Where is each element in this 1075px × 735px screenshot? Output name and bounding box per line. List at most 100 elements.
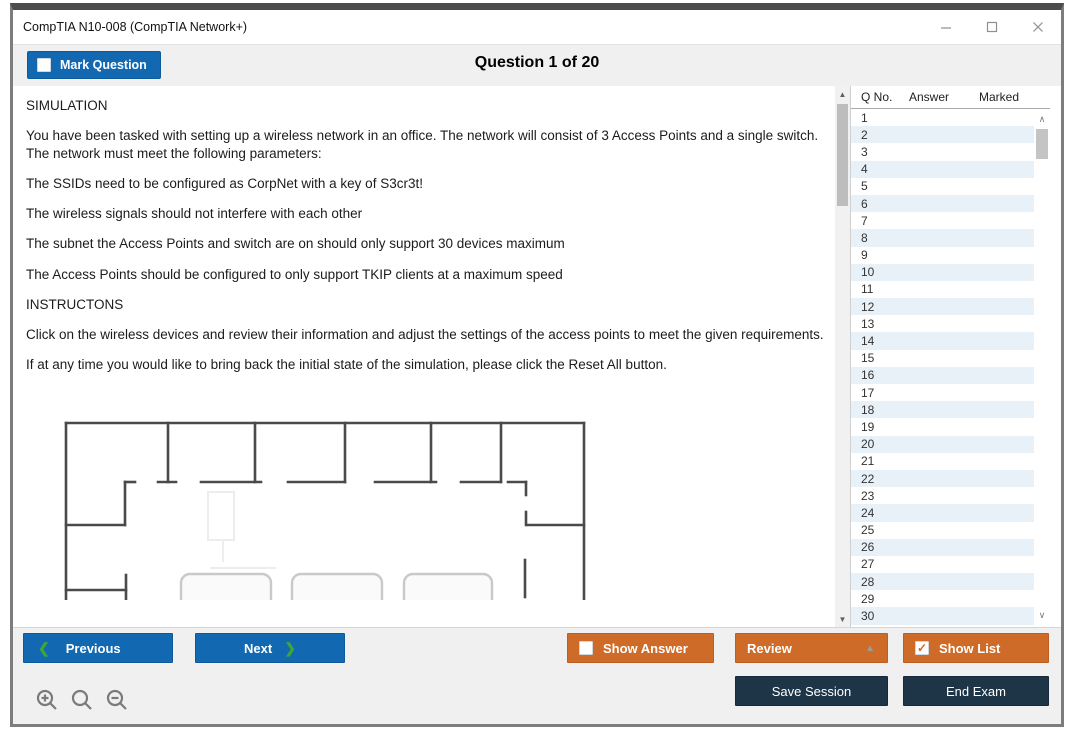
end-exam-label: End Exam [946, 683, 1006, 699]
exam-window: CompTIA N10-008 (CompTIA Network+) ✓ Mar… [10, 3, 1064, 727]
row-q-no: 24 [861, 505, 875, 520]
question-row[interactable]: 30 [851, 607, 1034, 625]
row-q-no: 18 [861, 402, 875, 417]
row-q-no: 17 [861, 385, 875, 400]
question-row[interactable]: 4 [851, 160, 1034, 178]
question-row[interactable]: 1 [851, 109, 1034, 126]
question-row[interactable]: 3 [851, 143, 1034, 160]
row-q-no: 1 [861, 110, 868, 125]
row-q-no: 20 [861, 437, 875, 452]
zoom-in-icon[interactable] [35, 688, 59, 717]
question-header-bar: ✓ Mark Question Question 1 of 20 [13, 44, 1061, 86]
row-q-no: 13 [861, 316, 875, 331]
footer-bar: ❮ Previous Next ❯ [13, 627, 1061, 724]
list-scroll-up-icon[interactable]: ∧ [1038, 113, 1046, 124]
row-q-no: 3 [861, 144, 868, 159]
question-row[interactable]: 21 [851, 453, 1034, 470]
question-list-area: 1 2 3 4 [851, 109, 1050, 627]
previous-button[interactable]: ❮ Previous [23, 633, 173, 663]
mark-question-button[interactable]: ✓ Mark Question [27, 51, 161, 79]
zoom-controls [35, 688, 129, 717]
column-marked: Marked [979, 90, 1020, 104]
row-q-no: 6 [861, 196, 868, 211]
question-row[interactable]: 19 [851, 418, 1034, 435]
scroll-down-icon[interactable]: ▼ [838, 614, 847, 624]
question-paragraph: If at any time you would like to bring b… [26, 357, 667, 373]
window-controls [923, 13, 1061, 41]
show-list-checkbox[interactable]: ✓ [915, 641, 929, 655]
zoom-out-icon[interactable] [105, 688, 129, 717]
question-row[interactable]: 28 [851, 573, 1034, 591]
list-scrollbar[interactable]: ∧ ∨ [1034, 109, 1050, 627]
row-q-no: 21 [861, 454, 875, 469]
end-exam-button[interactable]: End Exam [903, 676, 1049, 706]
content-scrollbar-thumb[interactable] [837, 104, 848, 206]
row-q-no: 27 [861, 557, 875, 572]
show-list-label: Show List [939, 640, 1001, 656]
row-q-no: 2 [861, 127, 868, 142]
question-row[interactable]: 18 [851, 401, 1034, 419]
show-answer-checkbox[interactable]: ✓ [579, 641, 593, 655]
mark-question-checkbox[interactable]: ✓ [37, 58, 51, 72]
maximize-icon[interactable] [969, 13, 1015, 41]
question-row[interactable]: 26 [851, 538, 1034, 556]
list-scroll-down-icon[interactable]: ∨ [1038, 609, 1046, 620]
next-button[interactable]: Next ❯ [195, 633, 345, 663]
question-row[interactable]: 15 [851, 350, 1034, 367]
save-session-button[interactable]: Save Session [735, 676, 888, 706]
show-answer-label: Show Answer [603, 640, 688, 656]
row-q-no: 9 [861, 248, 868, 263]
save-session-label: Save Session [771, 683, 852, 699]
question-row[interactable]: 9 [851, 247, 1034, 264]
review-button[interactable]: Review ▲ [735, 633, 888, 663]
question-row[interactable]: 12 [851, 298, 1034, 316]
review-label: Review [747, 640, 792, 656]
floor-plan[interactable] [48, 400, 835, 609]
question-row[interactable]: 10 [851, 263, 1034, 281]
question-row[interactable]: 16 [851, 366, 1034, 384]
show-answer-button[interactable]: ✓ Show Answer [567, 633, 714, 663]
row-q-no: 8 [861, 230, 868, 245]
question-paragraph: The Access Points should be configured t… [26, 266, 563, 282]
scroll-up-icon[interactable]: ▲ [838, 89, 847, 99]
title-bar: CompTIA N10-008 (CompTIA Network+) [13, 10, 1061, 44]
question-row[interactable]: 14 [851, 332, 1034, 350]
question-row[interactable]: 25 [851, 522, 1034, 539]
minimize-icon[interactable] [923, 13, 969, 41]
row-q-no: 19 [861, 419, 875, 434]
list-scrollbar-thumb[interactable] [1036, 129, 1048, 159]
question-paragraph: SIMULATION [26, 98, 108, 113]
magnifier-icon[interactable] [70, 688, 94, 717]
close-icon[interactable] [1015, 13, 1061, 41]
question-row[interactable]: 5 [851, 178, 1034, 195]
question-row[interactable]: 29 [851, 590, 1034, 607]
question-row[interactable]: 8 [851, 229, 1034, 247]
row-q-no: 29 [861, 591, 875, 606]
question-row[interactable]: 20 [851, 435, 1034, 453]
question-row[interactable]: 7 [851, 212, 1034, 229]
row-q-no: 11 [861, 282, 874, 297]
row-q-no: 28 [861, 574, 875, 589]
question-row[interactable]: 17 [851, 384, 1034, 401]
question-row[interactable]: 22 [851, 469, 1034, 488]
question-row[interactable]: 2 [851, 126, 1034, 144]
question-row[interactable]: 24 [851, 504, 1034, 522]
mark-question-label: Mark Question [60, 58, 147, 72]
row-q-no: 12 [861, 299, 875, 314]
row-q-no: 5 [861, 179, 868, 194]
row-q-no: 16 [861, 368, 875, 383]
row-q-no: 22 [861, 471, 875, 486]
row-q-no: 4 [861, 162, 868, 177]
column-q-no: Q No. [861, 90, 893, 104]
question-counter: Question 1 of 20 [474, 54, 600, 71]
content-scrollbar[interactable]: ▲ ▼ [835, 86, 850, 627]
show-list-button[interactable]: ✓ Show List [903, 633, 1049, 663]
question-row[interactable]: 6 [851, 194, 1034, 213]
question-row[interactable]: 13 [851, 315, 1034, 332]
next-label: Next [244, 640, 273, 656]
question-row[interactable]: 23 [851, 487, 1034, 504]
question-row[interactable]: 27 [851, 556, 1034, 573]
question-row[interactable]: 11 [851, 281, 1034, 298]
